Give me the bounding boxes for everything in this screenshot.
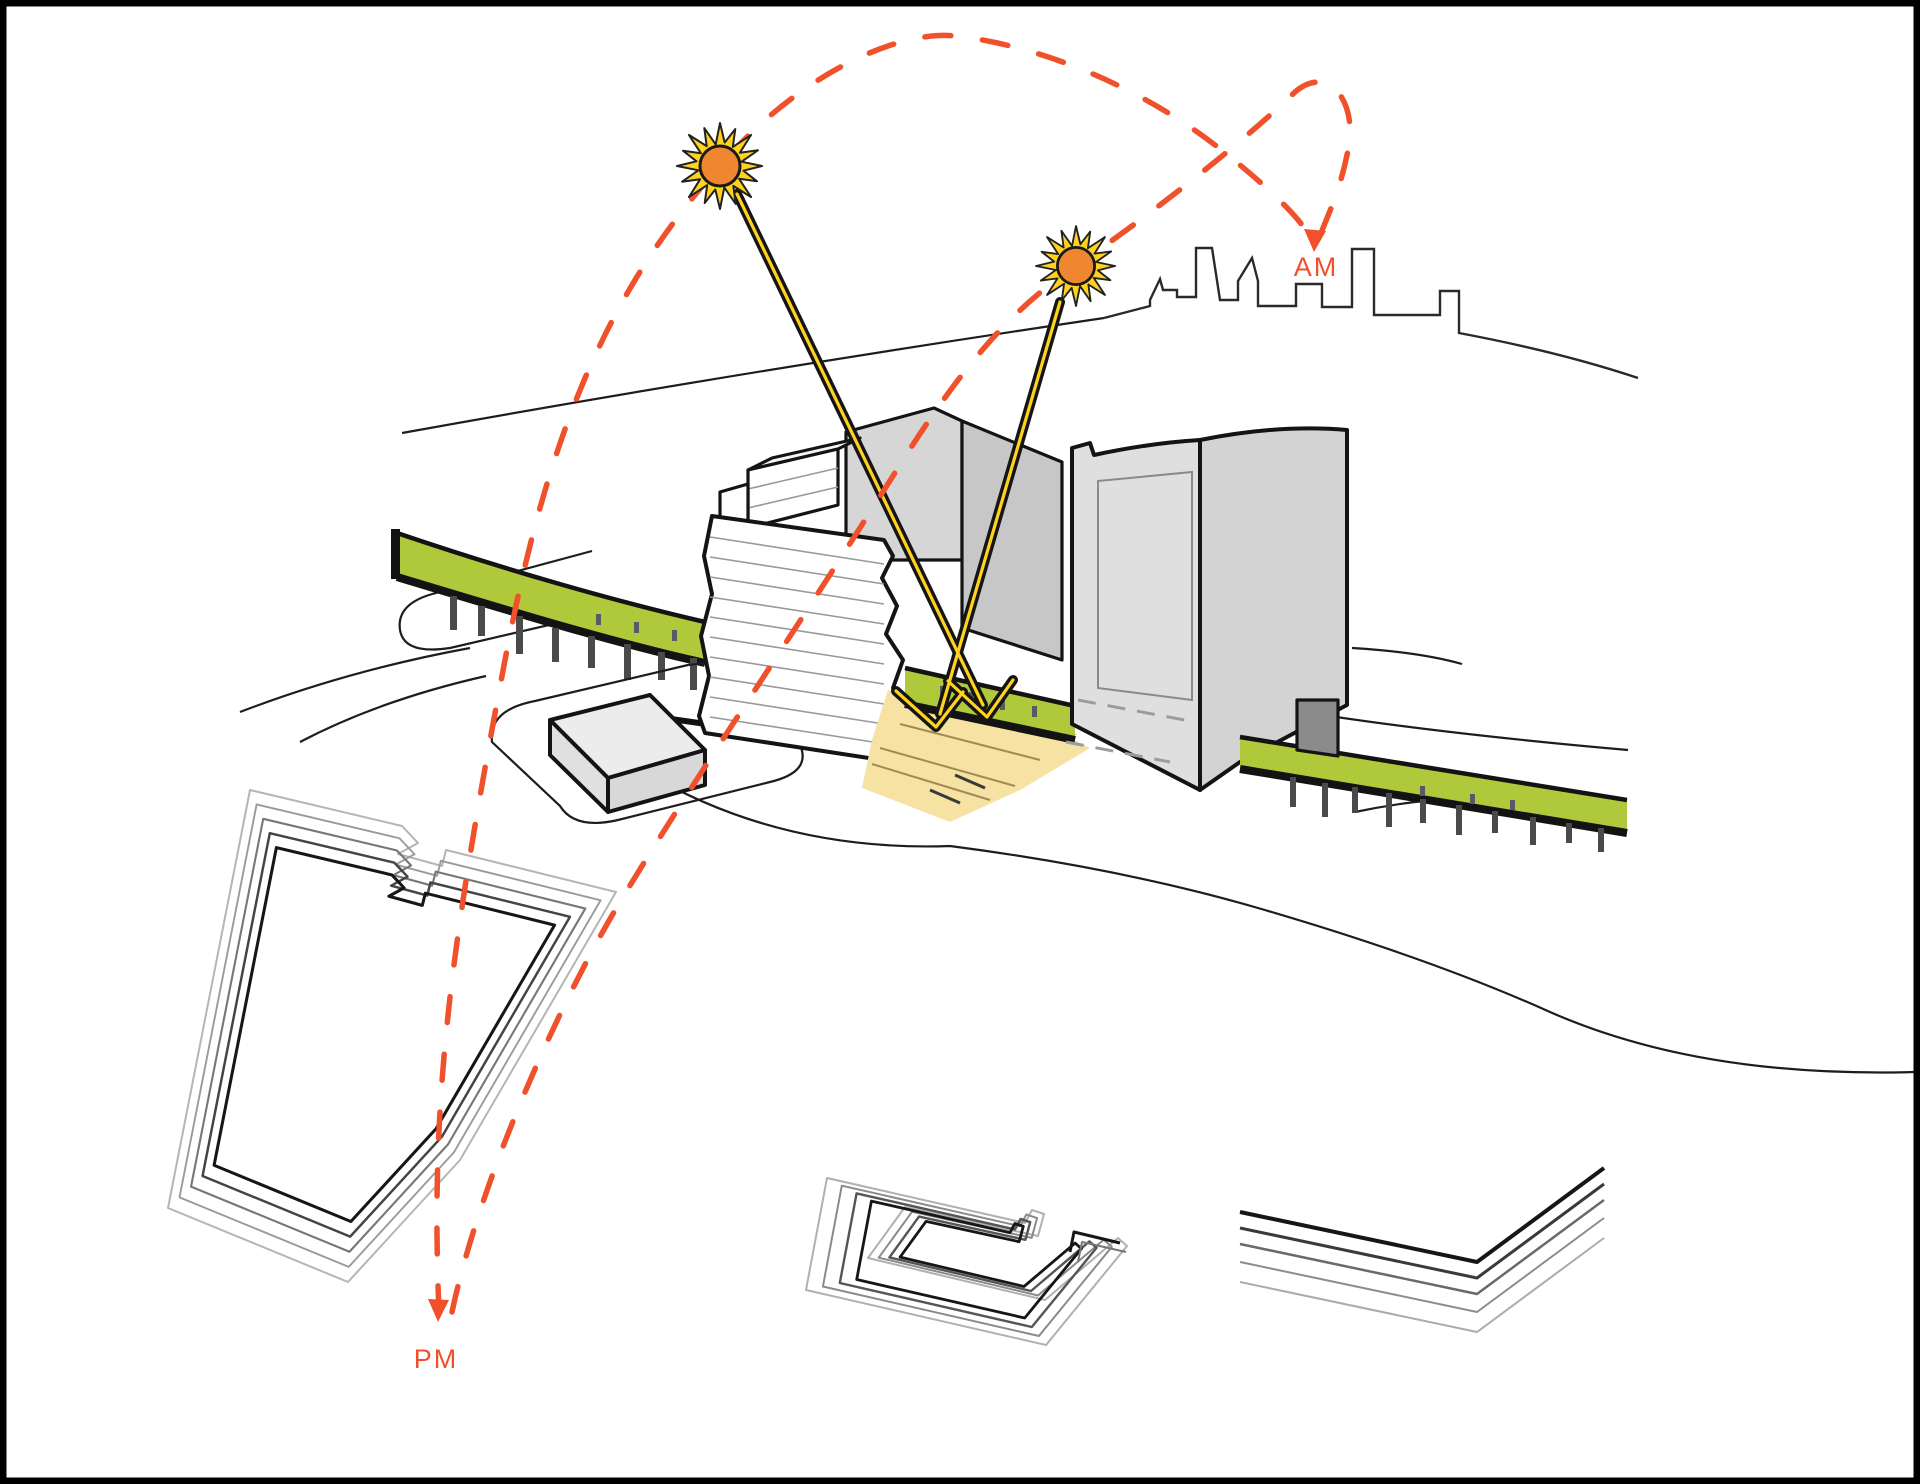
am-sun-path-loop (449, 79, 1353, 1315)
street-curve (1351, 646, 1463, 666)
elevated-walkway-left (391, 529, 706, 690)
horizon-line (401, 316, 1105, 435)
walkway-people (1420, 786, 1515, 810)
walkway-posts (450, 596, 697, 690)
elevated-walkway-right (1239, 698, 1628, 852)
terraced-plaza (862, 690, 1090, 822)
sun-icon (675, 121, 764, 211)
horizon-and-streets (239, 246, 1916, 1074)
sun-beams (732, 189, 1065, 732)
street-curve (398, 549, 593, 651)
sun-paths (428, 32, 1353, 1322)
am-label: AM (1294, 252, 1339, 282)
penthouse-box (746, 447, 840, 530)
walkway-portal (1295, 698, 1340, 758)
foreground-roof-outlines (167, 789, 1606, 1346)
main-tower (697, 436, 912, 766)
hidden-curb (1077, 698, 1196, 724)
roof-block-right (1068, 1166, 1606, 1333)
walkway-posts (1290, 777, 1604, 852)
right-building-side (1070, 438, 1202, 792)
street-curve (299, 674, 487, 743)
walkway-people (596, 614, 677, 641)
arrowhead-pm (428, 1299, 449, 1322)
wedge-building (490, 662, 804, 824)
arrowhead-am (1304, 229, 1326, 252)
background-buildings (844, 406, 1064, 662)
street-curve (239, 646, 471, 714)
street-curve (644, 771, 1916, 1074)
tower-floor-lines (709, 536, 887, 745)
city-skyline-outline (1103, 246, 1639, 380)
sun-icon (1034, 224, 1117, 308)
pm-label: PM (414, 1344, 459, 1374)
hidden-curb (1065, 740, 1171, 764)
recessed-panel (1097, 470, 1193, 702)
back-slab-right (960, 419, 1064, 662)
